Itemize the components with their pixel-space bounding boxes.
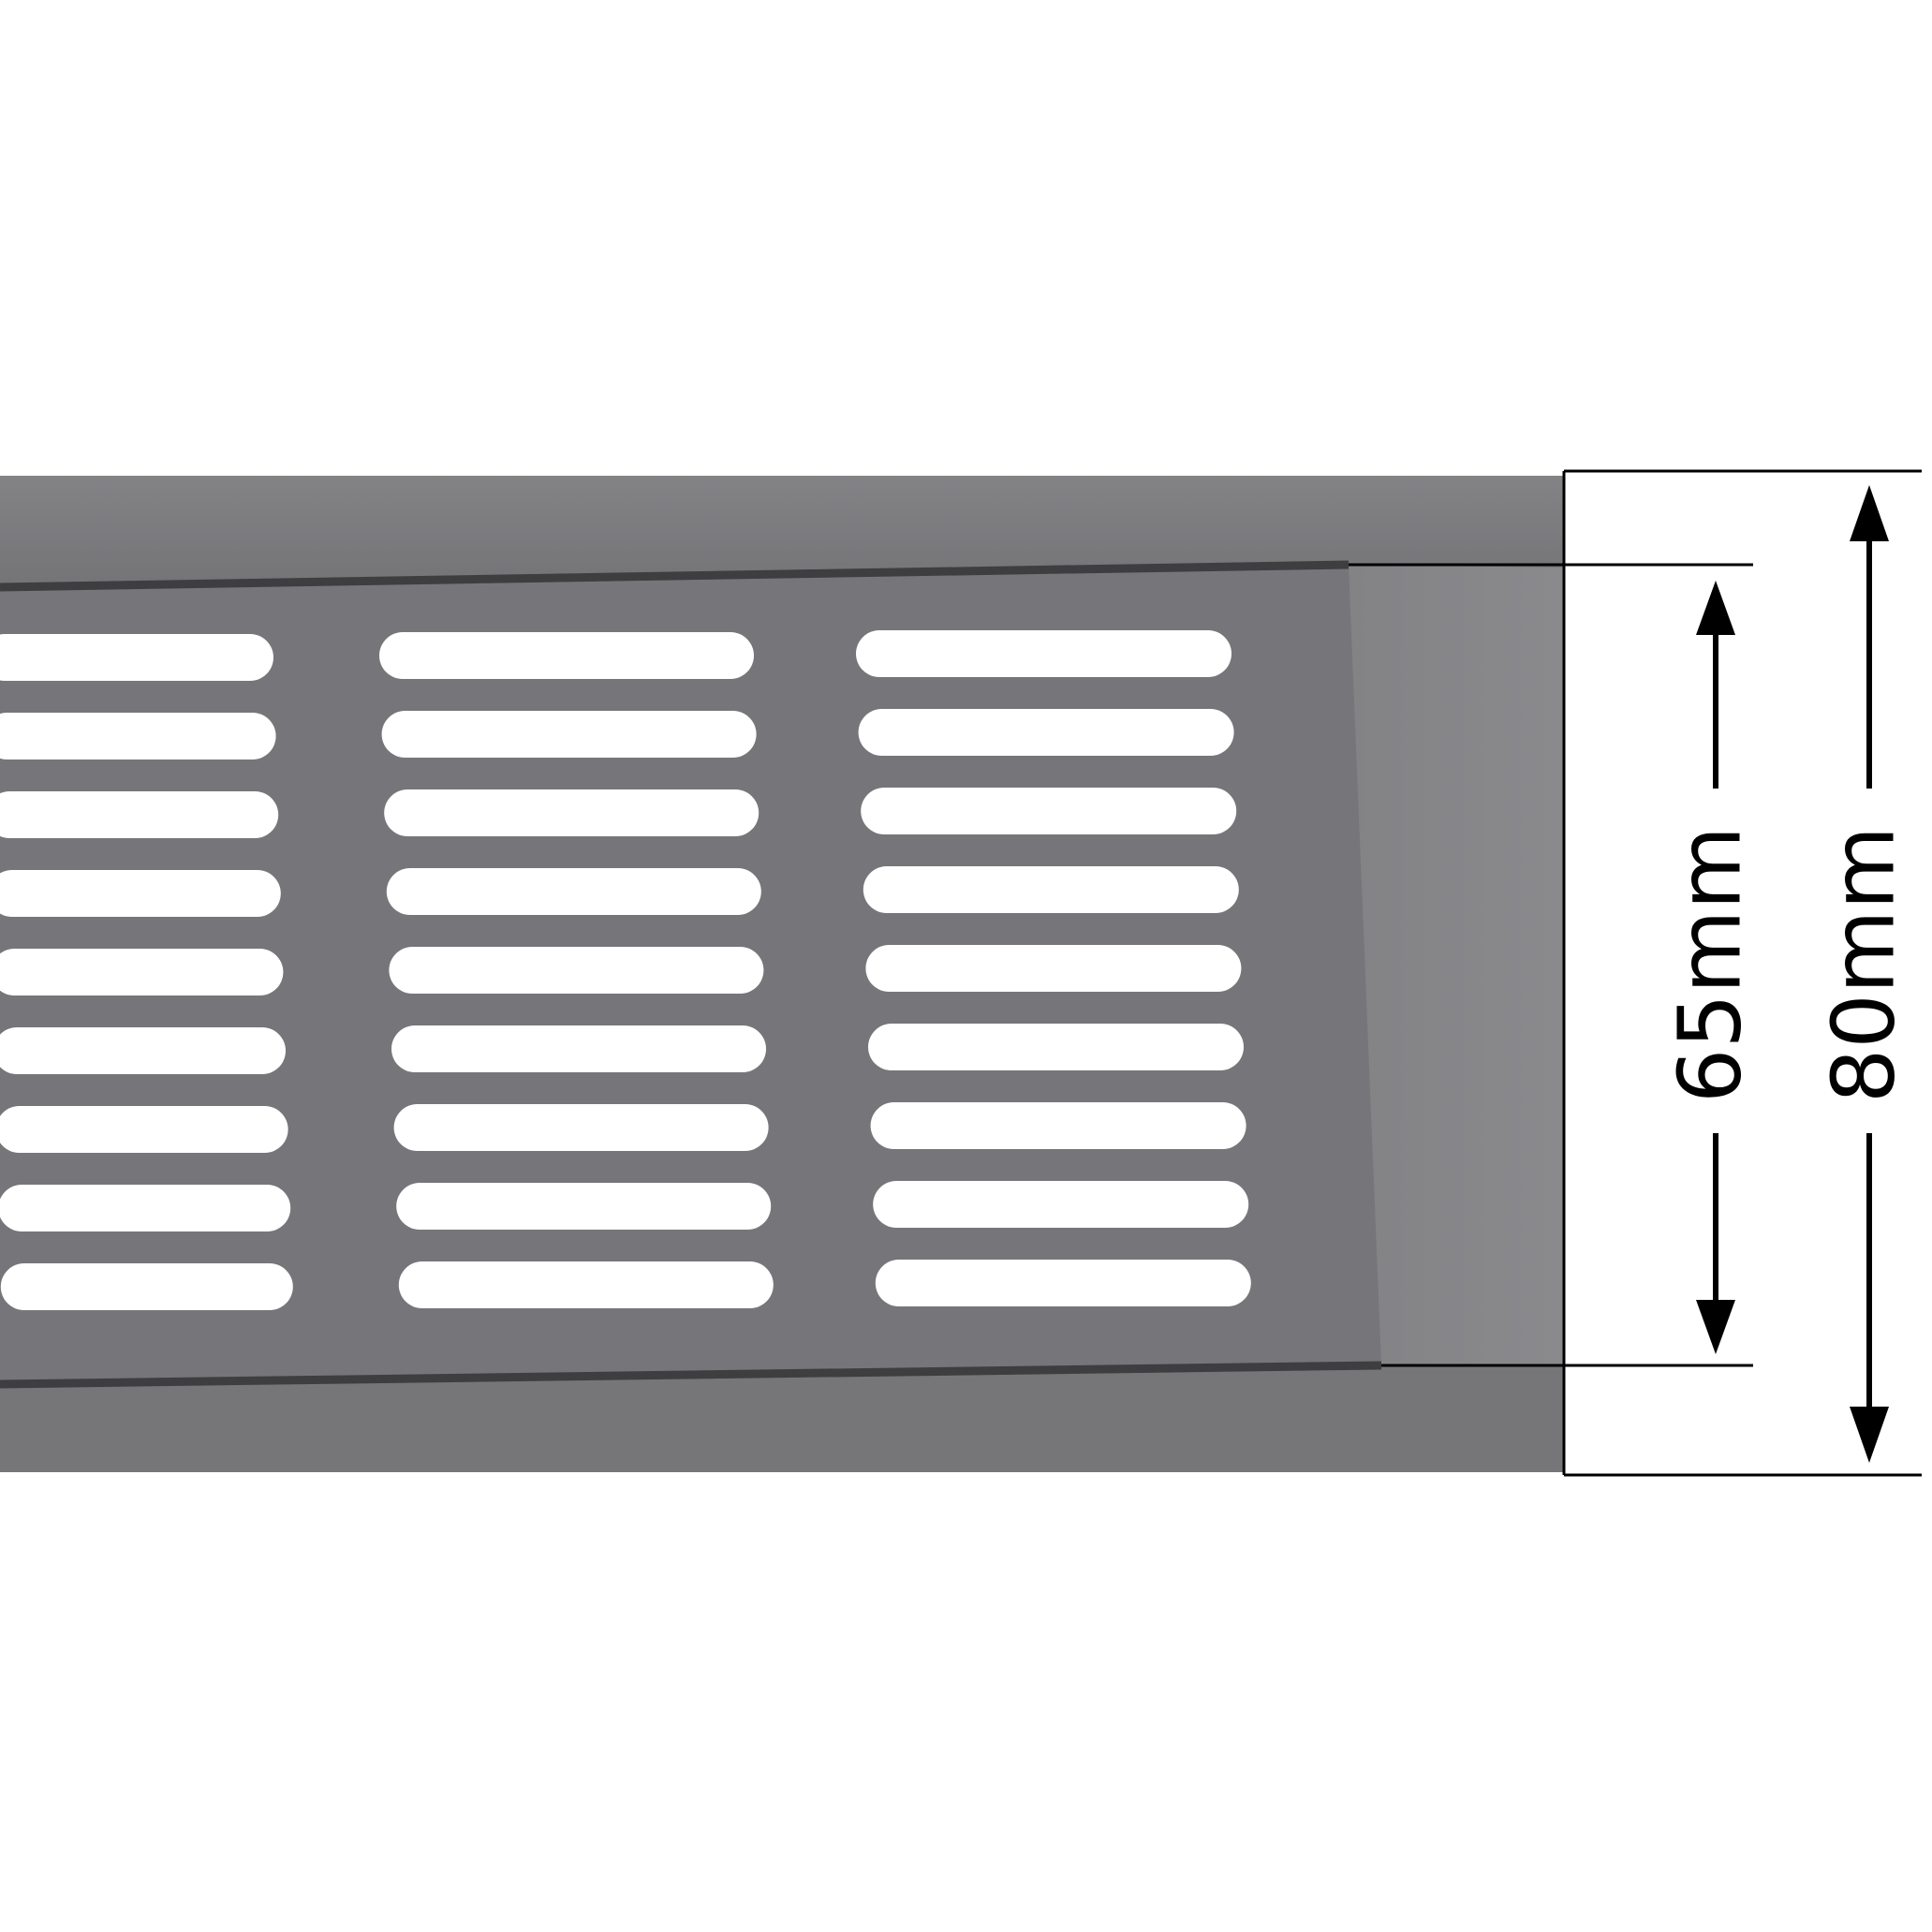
vent-slots xyxy=(0,630,1251,1310)
vent-slot xyxy=(398,1261,774,1308)
vent-slot xyxy=(865,945,1242,992)
vent-slot xyxy=(0,1263,293,1310)
vent-slot xyxy=(0,949,284,995)
top-flange xyxy=(0,476,1564,587)
vent-slot xyxy=(386,868,761,915)
vent-slot xyxy=(0,634,273,681)
channel-bottom-edge xyxy=(0,1361,1382,1389)
vent-slot xyxy=(875,1260,1251,1306)
vent-slot xyxy=(0,1185,291,1231)
outer-arrow-down-icon xyxy=(1850,1407,1889,1463)
vent-slot xyxy=(389,947,764,994)
vent-slot xyxy=(861,788,1237,834)
vent-slot xyxy=(0,870,281,917)
vent-slot xyxy=(868,1024,1244,1070)
outer-arrow-up-icon xyxy=(1850,485,1889,541)
vent-slot xyxy=(870,1102,1246,1149)
vent-slot xyxy=(381,711,757,758)
channel-top-edge xyxy=(0,560,1349,592)
outer-dimension-label: 80mm xyxy=(1813,826,1913,1103)
vent-slot xyxy=(0,713,276,760)
vent-slot xyxy=(863,866,1239,913)
vent-slot xyxy=(0,791,279,838)
vent-slot xyxy=(873,1181,1249,1228)
vent-slot xyxy=(856,630,1231,677)
bottom-flange xyxy=(0,1365,1564,1472)
vent-slot xyxy=(0,1106,288,1153)
vent-slot xyxy=(393,1104,769,1151)
vent-slot xyxy=(396,1183,772,1230)
inner-dimension-arrow xyxy=(1696,581,1735,1354)
vent-slot xyxy=(858,709,1234,756)
inner-dimension-label: 65mm xyxy=(1659,826,1760,1103)
vent-slot xyxy=(0,1027,286,1074)
vent-slot xyxy=(391,1025,766,1072)
inner-arrow-down-icon xyxy=(1696,1300,1735,1354)
outer-dimension-arrow xyxy=(1850,485,1889,1463)
vent-slot xyxy=(379,632,754,679)
inner-arrow-up-icon xyxy=(1696,581,1735,635)
vent-slot xyxy=(384,789,760,836)
